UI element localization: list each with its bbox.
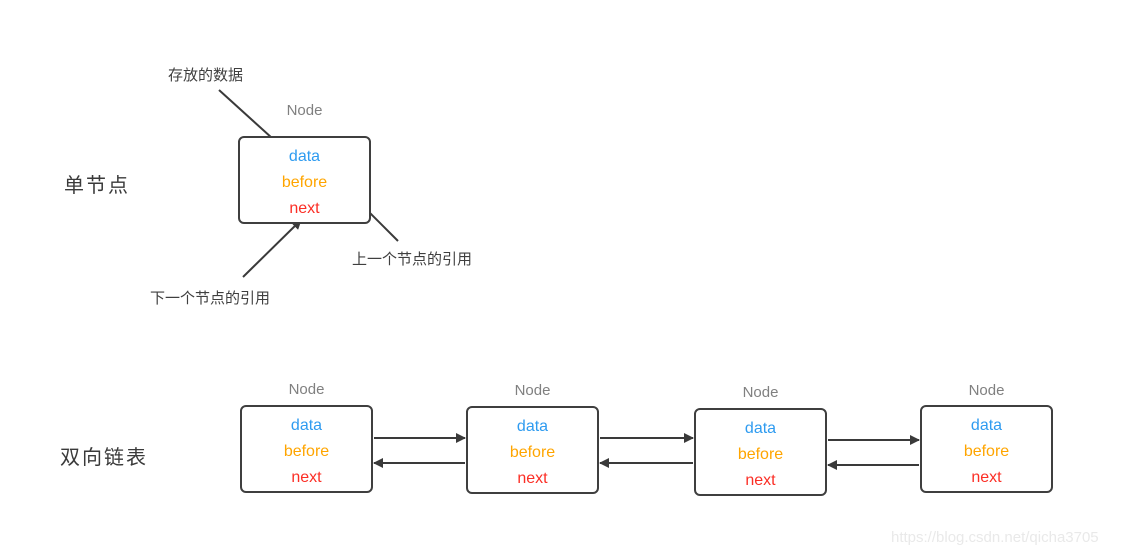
field-before: before xyxy=(963,443,1010,460)
field-next: next xyxy=(291,469,322,486)
field-data: data xyxy=(970,417,1003,434)
dll-node1-box: data before next xyxy=(240,405,373,493)
annotation-stored-data: 存放的数据 xyxy=(168,67,244,84)
field-data: data xyxy=(744,420,777,437)
field-data: data xyxy=(290,417,323,434)
annotation-prev-node-ref: 上一个节点的引用 xyxy=(352,251,473,268)
field-before: before xyxy=(281,174,328,191)
dll-node4-box: data before next xyxy=(920,405,1053,493)
dll-node1-title: Node xyxy=(288,381,325,398)
field-next: next xyxy=(745,472,776,489)
dll-node2-box: data before next xyxy=(466,406,599,494)
dll-section-label: 双向链表 xyxy=(60,447,148,469)
annotation-next-node-ref: 下一个节点的引用 xyxy=(150,290,271,307)
field-next: next xyxy=(517,470,548,487)
field-next: next xyxy=(289,200,320,217)
dll-node2-title: Node xyxy=(514,382,551,399)
single-node-box: data before next xyxy=(238,136,371,224)
single-node-title: Node xyxy=(286,102,323,119)
field-data: data xyxy=(288,148,321,165)
field-before: before xyxy=(283,443,330,460)
dll-node3-box: data before next xyxy=(694,408,827,496)
field-before: before xyxy=(509,444,556,461)
field-data: data xyxy=(516,418,549,435)
single-node-section-label: 单节点 xyxy=(64,175,130,197)
watermark-url: https://blog.csdn.net/qicha3705 xyxy=(891,529,1099,546)
field-before: before xyxy=(737,446,784,463)
arrow-next-ref-to-next xyxy=(242,219,302,278)
dll-node4-title: Node xyxy=(968,382,1005,399)
dll-node3-title: Node xyxy=(742,384,779,401)
field-next: next xyxy=(971,469,1002,486)
